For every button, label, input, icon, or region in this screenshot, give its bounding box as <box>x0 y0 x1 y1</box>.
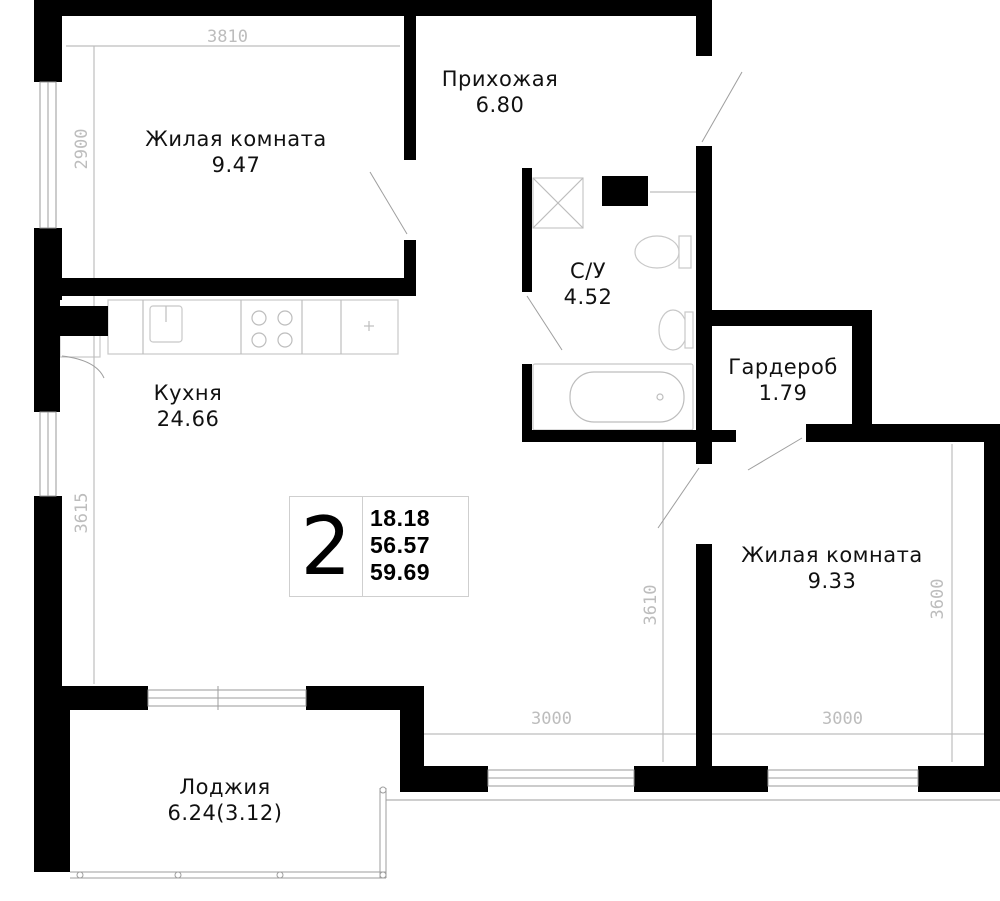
room-label-kitchen: Кухня 24.66 <box>140 380 236 432</box>
room-name: Гардероб <box>728 355 838 379</box>
room-area: 24.66 <box>156 407 220 431</box>
room-area: 1.79 <box>758 381 808 405</box>
dimension-label: 3600 <box>928 578 948 620</box>
room-area: 9.47 <box>211 153 261 177</box>
room-count: 2 <box>290 497 363 596</box>
room-label-bedroom-2: Жилая комната 9.33 <box>728 542 936 594</box>
door-swings <box>61 71 803 529</box>
room-name: С/У <box>569 259 607 283</box>
windows <box>39 81 919 787</box>
room-name: Прихожая <box>441 67 559 91</box>
total-area: 56.57 <box>370 532 431 558</box>
living-area: 18.18 <box>370 505 431 531</box>
dimension-label: 3000 <box>531 709 572 729</box>
room-label-wardrobe: Гардероб 1.79 <box>716 354 850 406</box>
kitchen-counter <box>107 299 399 355</box>
bathroom-fixtures <box>532 177 697 431</box>
room-area: 4.52 <box>563 285 613 309</box>
room-area: 6.24(3.12) <box>167 801 283 825</box>
room-name: Жилая комната <box>145 127 327 151</box>
room-label-bedroom-1: Жилая комната 9.47 <box>134 126 338 178</box>
dimension-label: 3610 <box>641 584 661 626</box>
dimension-label: 3615 <box>72 492 92 534</box>
room-area: 9.33 <box>807 569 857 593</box>
dimension-label: 2900 <box>72 128 92 170</box>
room-name: Лоджия <box>179 775 271 799</box>
area-list: 18.18 56.57 59.69 <box>370 505 466 586</box>
dimension-label: 3000 <box>822 709 863 729</box>
total-area-with-loggia: 59.69 <box>370 559 431 585</box>
apartment-summary-box: 2 18.18 56.57 59.69 <box>289 496 469 597</box>
room-area: 6.80 <box>475 93 525 117</box>
loggia-structure <box>34 686 1000 879</box>
room-label-bathroom: С/У 4.52 <box>548 258 628 310</box>
room-label-loggia: Лоджия 6.24(3.12) <box>150 774 300 826</box>
room-name: Кухня <box>153 381 223 405</box>
room-name: Жилая комната <box>741 543 923 567</box>
dimension-label: 3810 <box>207 27 248 47</box>
dimension-lines <box>66 45 985 762</box>
room-label-hallway: Прихожая 6.80 <box>430 66 570 118</box>
